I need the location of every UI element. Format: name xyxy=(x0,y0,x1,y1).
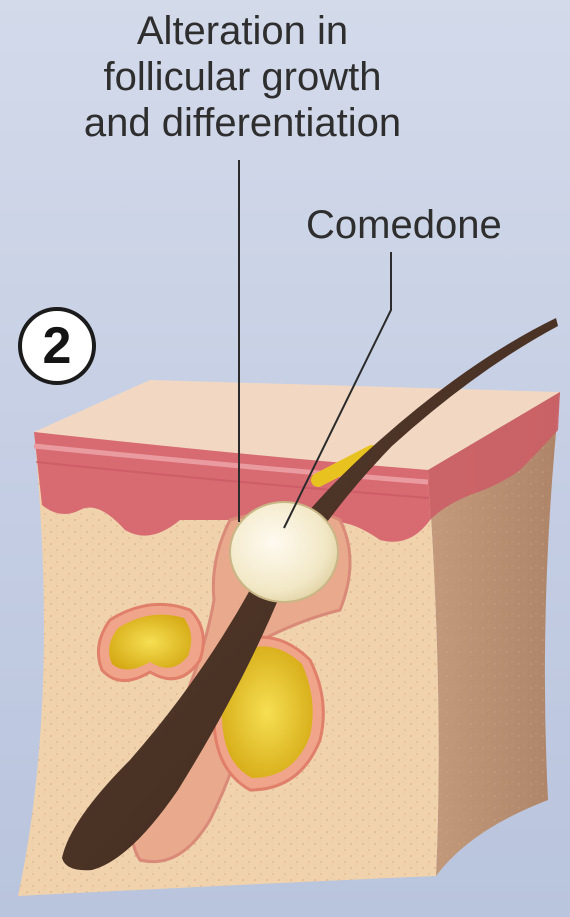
title-label: Alteration in follicular growth and diff… xyxy=(0,8,485,146)
comedone-plug xyxy=(230,502,338,602)
comedone-label: Comedone xyxy=(306,202,502,248)
step-number-badge: 2 xyxy=(18,307,96,385)
title-line-3: and differentiation xyxy=(0,100,485,146)
title-line-1: Alteration in xyxy=(0,8,485,54)
title-line-2: follicular growth xyxy=(0,54,485,100)
